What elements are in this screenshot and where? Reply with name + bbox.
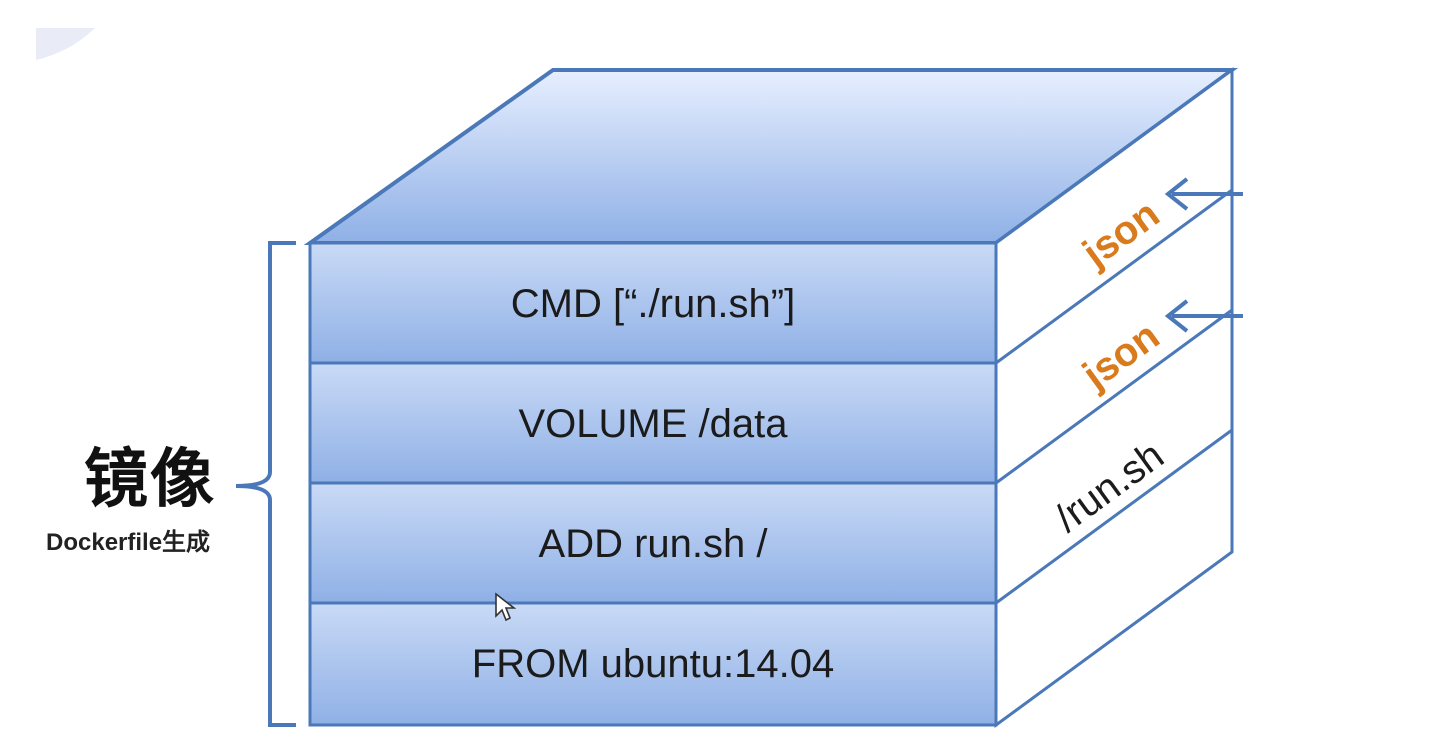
layer-from-label: FROM ubuntu:14.04 (471, 642, 835, 686)
layer-volume-label: VOLUME /data (518, 402, 788, 446)
layer-add-label: ADD run.sh / (538, 522, 768, 566)
image-brace (235, 241, 296, 727)
side-divider (995, 308, 1233, 485)
arrow-left-icon (1164, 299, 1243, 333)
arrow-left-icon (1164, 177, 1243, 211)
side-divider (995, 428, 1233, 605)
side-divider (995, 188, 1233, 365)
corner-decoration (36, 28, 95, 60)
layer-volume (308, 361, 998, 485)
layer-add (308, 481, 998, 605)
mouse-cursor-icon (495, 592, 517, 622)
layer-cmd-label: CMD [“./run.sh”] (510, 282, 796, 326)
image-subtitle: Dockerfile生成 (46, 529, 211, 556)
layer-from (308, 601, 998, 727)
image-title: 镜像 (84, 442, 216, 517)
